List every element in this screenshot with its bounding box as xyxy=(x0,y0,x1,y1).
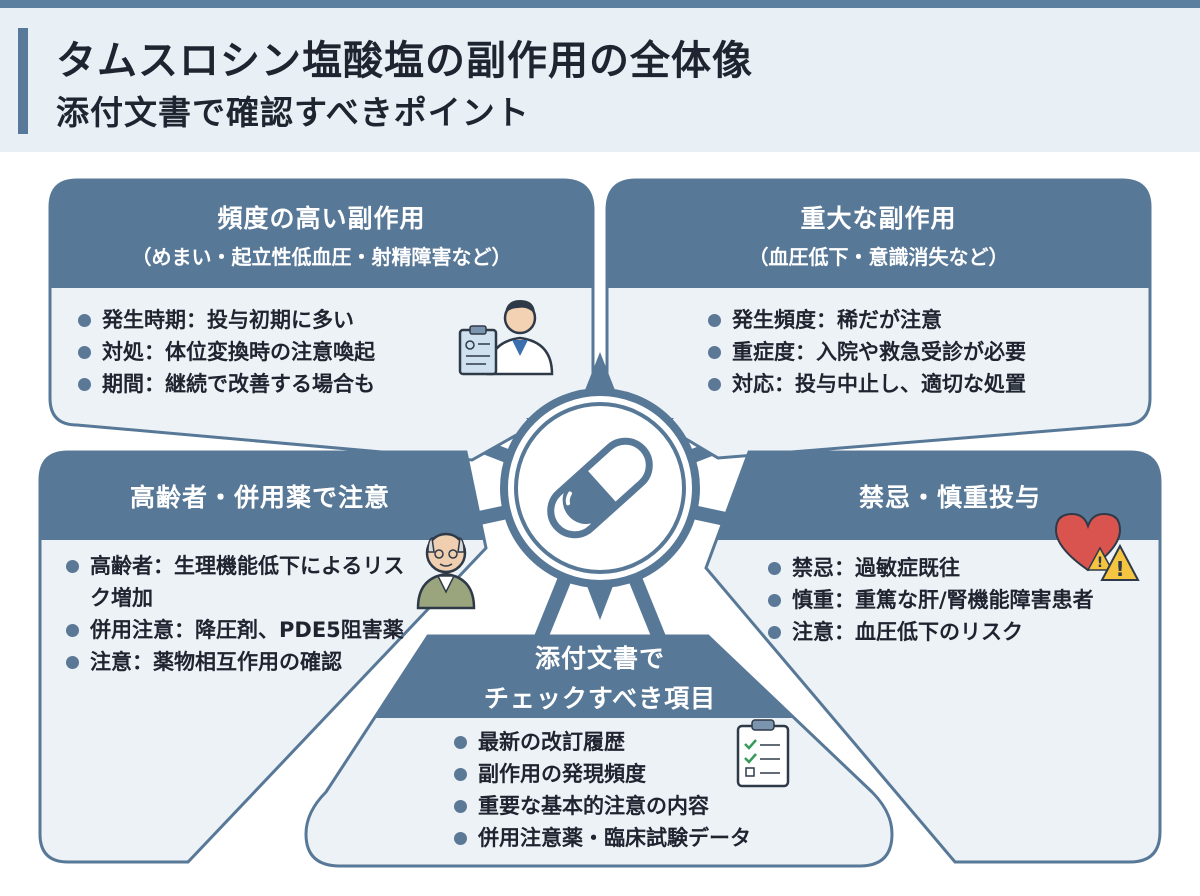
panel-serious-header: 重大な副作用 （血圧低下・意識消失など） xyxy=(607,180,1150,288)
panel-elderly-header: 高齢者・併用薬で注意 xyxy=(40,452,480,540)
list-item: 注意：血圧低下のリスク xyxy=(766,616,1094,648)
panel-elderly-heading: 高齢者・併用薬で注意 xyxy=(129,483,390,512)
panel-elderly-list: 高齢者：生理機能低下によるリスク増加 併用注意：降圧剤、PDE5阻害薬 注意：薬… xyxy=(64,550,424,678)
list-item: 注意：薬物相互作用の確認 xyxy=(64,646,424,678)
list-item: 期間：継続で改善する場合も xyxy=(76,368,375,400)
panel-serious-heading: 重大な副作用 xyxy=(800,203,957,233)
panel-elderly-shape xyxy=(38,450,488,864)
list-item: 対処：体位変換時の注意喚起 xyxy=(76,336,375,368)
panel-check-list: 最新の改訂履歴 副作用の発現頻度 重要な基本的注意の内容 併用注意薬・臨床試験デ… xyxy=(452,726,751,854)
checklist-icon xyxy=(736,719,790,788)
svg-text:!: ! xyxy=(1115,557,1124,581)
list-item: 禁忌：過敏症既往 xyxy=(766,552,1094,584)
list-item: 併用注意薬・臨床試験データ xyxy=(452,822,751,854)
panel-frequent-list: 発生時期：投与初期に多い 対処：体位変換時の注意喚起 期間：継続で改善する場合も xyxy=(76,304,375,400)
panel-frequent-shape xyxy=(48,178,595,462)
header-band xyxy=(0,8,1200,152)
list-item: 重症度：入院や救急受診が必要 xyxy=(706,336,1026,368)
panel-contra-header: 禁忌・慎重投与 xyxy=(740,452,1160,540)
list-item: 発生時期：投与初期に多い xyxy=(76,304,375,336)
panel-serious-subheading: （血圧低下・意識消失など） xyxy=(748,244,1009,269)
panel-check-heading-line2: チェックすべき項目 xyxy=(483,684,717,713)
header-accent-bar xyxy=(18,28,28,134)
list-item: 副作用の発現頻度 xyxy=(452,758,751,790)
capsule-icon xyxy=(547,437,653,539)
list-item: 高齢者：生理機能低下によるリスク増加 xyxy=(64,550,424,614)
heart-warning-icon: ! ! xyxy=(1054,512,1140,581)
panel-frequent-heading: 頻度の高い副作用 xyxy=(217,203,426,233)
panel-check-heading-line1: 添付文書で xyxy=(534,644,665,673)
list-item: 重要な基本的注意の内容 xyxy=(452,790,751,822)
list-item: 最新の改訂履歴 xyxy=(452,726,751,758)
panel-contra-list: 禁忌：過敏症既往 慎重：重篤な肝/腎機能障害患者 注意：血圧低下のリスク xyxy=(766,552,1094,648)
page-subtitle: 添付文書で確認すべきポイント xyxy=(56,93,530,132)
list-item: 対応：投与中止し、適切な処置 xyxy=(706,368,1026,400)
top-accent-strip xyxy=(0,0,1200,8)
panel-frequent-subheading: （めまい・起立性低血圧・射精障害など） xyxy=(131,244,512,269)
doctor-with-clipboard-icon xyxy=(458,300,554,376)
panel-serious-list: 発生頻度：稀だが注意 重症度：入院や救急受診が必要 対応：投与中止し、適切な処置 xyxy=(706,304,1026,400)
list-item: 発生頻度：稀だが注意 xyxy=(706,304,1026,336)
panel-serious-shape xyxy=(605,178,1152,460)
page-title: タムスロシン塩酸塩の副作用の全体像 xyxy=(56,38,753,84)
list-item: 慎重：重篤な肝/腎機能障害患者 xyxy=(766,584,1094,616)
panel-contra-heading: 禁忌・慎重投与 xyxy=(858,483,1041,512)
panel-frequent-header: 頻度の高い副作用 （めまい・起立性低血圧・射精障害など） xyxy=(50,180,593,288)
panel-check-header: 添付文書で チェックすべき項目 xyxy=(420,636,780,718)
svg-text:!: ! xyxy=(1097,555,1103,571)
list-item: 併用注意：降圧剤、PDE5阻害薬 xyxy=(64,614,424,646)
elderly-man-icon xyxy=(416,532,476,610)
